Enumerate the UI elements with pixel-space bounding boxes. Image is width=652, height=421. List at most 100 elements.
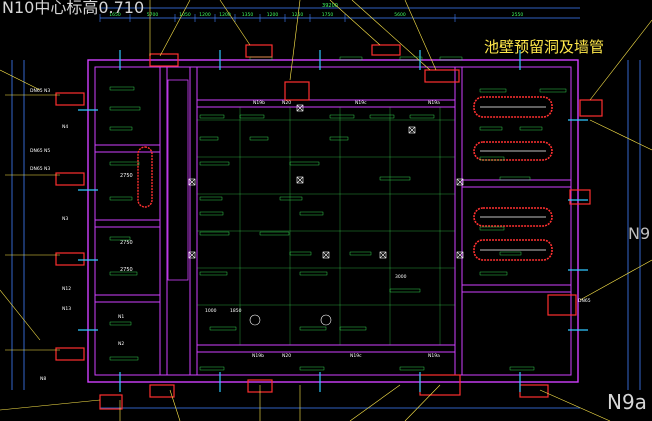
annotation-stroke [479, 226, 505, 231]
pipe-tag: DN65 N3 [30, 166, 50, 172]
pipe-tag: N20 [282, 100, 291, 106]
leader-line [589, 119, 652, 151]
leader-line [0, 69, 41, 91]
annotation-stroke [299, 366, 325, 371]
sleeve-x [296, 104, 304, 112]
annotation-stroke [389, 288, 421, 293]
opening-box [149, 53, 179, 67]
pipe-tag: N8 [40, 376, 46, 382]
small-dimension: 1850 [230, 308, 242, 314]
opening-box [569, 189, 591, 205]
opening-box [55, 252, 85, 266]
pipe-tag: N12 [62, 286, 71, 292]
pipe-tag: DN65 N5 [30, 148, 50, 154]
annotation-stroke [379, 176, 411, 181]
small-dimension: 1000 [205, 308, 217, 314]
room-width-label: 2750 [120, 173, 133, 179]
drawing-title: 池壁预留洞及墙管 [484, 38, 605, 56]
opening-box [284, 81, 310, 101]
annotation-stroke [109, 161, 140, 166]
annotation-stroke [329, 114, 355, 119]
annotation-stroke [299, 326, 327, 331]
opening-box [547, 294, 577, 316]
wall-pipe-outline [473, 207, 553, 227]
sleeve-box [188, 178, 196, 186]
opening-box [55, 347, 85, 361]
annotation-stroke [519, 126, 543, 131]
pipe-tag: N19c [350, 353, 362, 359]
wall-pipe-outline [473, 96, 553, 118]
sleeve-x [456, 178, 464, 186]
sleeve-box [408, 126, 416, 134]
annotation-stroke [479, 88, 507, 93]
small-dimension: 3000 [395, 274, 407, 280]
pipe-tag: N20 [282, 353, 291, 359]
leader-line [289, 0, 301, 81]
annotation-stroke [279, 196, 303, 201]
pipe-tag: N13 [62, 306, 71, 312]
leader-line [159, 0, 191, 57]
annotation-stroke [289, 251, 312, 256]
sleeve-x [408, 126, 416, 134]
annotation-stroke [199, 231, 230, 236]
pipe-tag: N2 [118, 341, 124, 347]
pipe-tag: DN65 [578, 298, 591, 304]
annotation-stroke [349, 251, 372, 256]
pipe-tag: N1 [118, 314, 124, 320]
annotation-stroke [259, 231, 290, 236]
sleeve-x [296, 176, 304, 184]
annotation-stroke [109, 86, 135, 91]
sleeve-x [456, 251, 464, 259]
sleeve-box [379, 251, 387, 259]
pipe-tag: N19a [428, 353, 440, 359]
dimension-segment: 1650 [109, 12, 121, 18]
pipe-tag: N3 [62, 216, 68, 222]
sleeve-box [296, 104, 304, 112]
annotation-stroke [249, 136, 269, 141]
annotation-stroke [399, 366, 425, 371]
inner-wall [94, 66, 572, 376]
opening-box [519, 384, 549, 398]
annotation-stroke [109, 126, 133, 131]
annotation-stroke [399, 56, 423, 61]
annotation-stroke [109, 271, 138, 276]
sleeve-box [322, 251, 330, 259]
opening-box [579, 99, 603, 117]
leader-line [0, 399, 101, 411]
dimension-segment: 1200 [267, 12, 279, 18]
room-width-label: 2750 [120, 240, 133, 246]
leader-line [169, 389, 181, 421]
annotation-stroke [479, 156, 505, 161]
dimension-segment: 1200 [199, 12, 211, 18]
sleeve-x [188, 178, 196, 186]
annotation-stroke [479, 126, 503, 131]
pipe-tag: N19b [252, 353, 264, 359]
annotation-stroke [289, 161, 320, 166]
sleeve-box [188, 251, 196, 259]
edge-tag: N9 [628, 224, 651, 243]
leader-line [0, 289, 41, 341]
wall-pipe-outline [473, 239, 553, 261]
annotation-stroke [209, 326, 237, 331]
section-marker [320, 314, 332, 326]
sleeve-box [456, 178, 464, 186]
annotation-stroke [409, 114, 435, 119]
sleeve-box [456, 251, 464, 259]
dimension-segment: 5700 [147, 12, 159, 18]
section-marker [249, 314, 261, 326]
dimension-segment: 1050 [179, 12, 191, 18]
annotation-stroke [539, 88, 567, 93]
annotation-stroke [329, 136, 349, 141]
opening-box [55, 92, 85, 106]
room-width-label: 2750 [120, 267, 133, 273]
annotation-stroke [499, 176, 531, 181]
leader-line [219, 0, 251, 46]
annotation-stroke [339, 56, 363, 61]
leader-line [351, 0, 431, 71]
wall-pipe-outline [137, 146, 153, 208]
annotation-stroke [199, 366, 225, 371]
opening-box [99, 394, 123, 410]
annotation-stroke [199, 196, 223, 201]
dimension-total: 39200 [322, 3, 338, 9]
annotation-stroke [299, 211, 324, 216]
